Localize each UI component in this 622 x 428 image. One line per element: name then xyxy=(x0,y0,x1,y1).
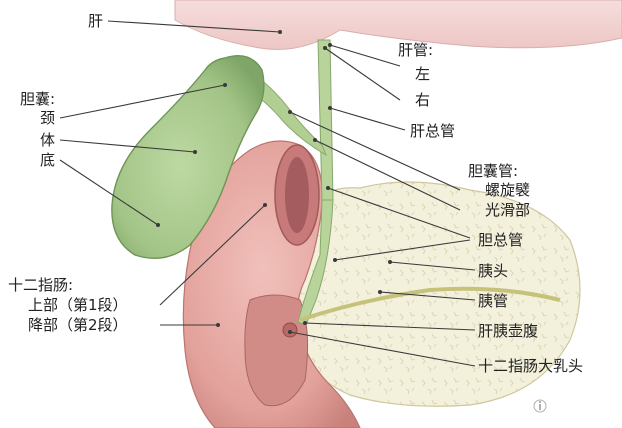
label-pancreatic-duct: 胰管 xyxy=(478,292,508,310)
label-major-papilla: 十二指肠大乳头 xyxy=(478,357,583,375)
label-common-hepatic-duct: 肝总管 xyxy=(410,122,455,140)
label-smooth-part: 光滑部 xyxy=(485,201,530,219)
label-superior-part: 上部（第1段） xyxy=(28,296,128,314)
info-icon xyxy=(533,399,547,413)
label-descending-part: 降部（第2段） xyxy=(28,316,128,334)
common-bile-duct xyxy=(297,199,334,326)
label-common-bile-duct: 胆总管 xyxy=(478,231,523,249)
leader-dots xyxy=(156,30,392,334)
cystic-duct xyxy=(249,74,328,157)
label-spiral-fold: 螺旋襞 xyxy=(485,181,530,199)
label-liver: 肝 xyxy=(88,12,103,30)
descending-lumen xyxy=(244,294,309,407)
label-cystic-duct: 胆囊管: xyxy=(468,162,518,180)
leader-lines xyxy=(59,20,476,367)
liver-shape xyxy=(174,0,622,51)
label-gallbladder: 胆囊: xyxy=(20,90,55,108)
pancreatic-duct xyxy=(299,286,561,322)
label-right-hepatic-duct: 右 xyxy=(415,91,430,109)
label-hepatic-ducts: 肝管: xyxy=(398,41,433,59)
duodenum-lumen xyxy=(285,157,309,233)
label-ampulla: 肝胰壶腹 xyxy=(478,322,538,340)
label-left-hepatic-duct: 左 xyxy=(415,65,430,83)
label-gallbladder-neck: 颈 xyxy=(40,109,55,127)
label-gallbladder-fundus: 底 xyxy=(40,151,55,169)
gallbladder-shape xyxy=(111,55,265,259)
label-pancreas-head: 胰头 xyxy=(478,262,508,280)
label-gallbladder-body: 体 xyxy=(40,131,55,149)
label-duodenum: 十二指肠: xyxy=(8,276,73,294)
